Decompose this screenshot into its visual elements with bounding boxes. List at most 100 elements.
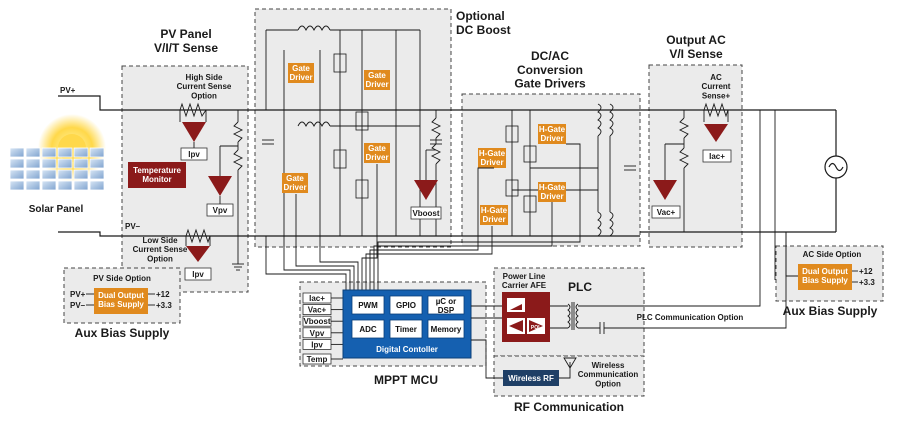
ipv-bottom-amp-icon	[186, 246, 210, 262]
mcu-input-label: Ipv	[311, 340, 323, 349]
memory-label: Memory	[431, 325, 462, 334]
adc-label: ADC	[359, 325, 377, 334]
solar-cell	[89, 147, 105, 158]
plc-comm-option-label: PLC Communication Option	[637, 313, 744, 322]
mcu-input-label: Vac+	[308, 306, 327, 315]
mcu-input-label: Temp	[307, 355, 328, 364]
dual-output-bias-right-block	[798, 264, 852, 290]
high-side-shunt	[179, 102, 207, 122]
solar-cell	[25, 169, 41, 180]
h-gate-driver-3-block	[538, 182, 566, 202]
solar-cell	[25, 158, 41, 169]
solar-cell	[9, 147, 25, 158]
gpio-block	[389, 295, 423, 315]
solar-cell	[89, 169, 105, 180]
solar-cell	[73, 169, 89, 180]
vac-divider	[665, 110, 690, 232]
plc-transformer-icon	[567, 302, 579, 330]
iac-shunt	[703, 102, 729, 122]
adc-block	[351, 319, 385, 339]
solar-cell	[57, 169, 73, 180]
mcu-input-label: Vpv	[310, 329, 325, 338]
main-rails	[58, 95, 837, 237]
solar-panel-label: Solar Panel	[29, 204, 84, 215]
ac-side-option-label: AC Side Option	[803, 250, 862, 259]
h-gate-driver-4-block	[480, 205, 508, 225]
solar-panel-icon	[9, 114, 106, 191]
pol-label: POL	[531, 325, 541, 331]
solar-cell	[25, 180, 41, 191]
boost-inductors	[265, 25, 420, 128]
solar-cell	[57, 147, 73, 158]
aux-left-3v3-label: +3.3	[156, 301, 172, 310]
solar-cell	[41, 169, 57, 180]
aux-pv-plus-label: PV+	[70, 290, 86, 299]
gate-driver-3-block	[364, 143, 390, 163]
vboost-amp-icon	[414, 150, 438, 200]
mcu-input-label: Vboost	[303, 317, 330, 326]
gate-driver-1-block	[288, 63, 314, 83]
solar-cell	[89, 158, 105, 169]
vboost-label: Vboost	[412, 209, 439, 218]
solar-cell	[25, 147, 41, 158]
digital-controller-label: Digital Contoller	[376, 345, 438, 354]
wireless-rf-label: Wireless RF	[508, 374, 554, 383]
solar-cell	[57, 180, 73, 191]
vac-label: Vac+	[657, 208, 676, 217]
aux-pv-minus-label: PV–	[70, 301, 86, 310]
vac-amp-icon	[653, 144, 677, 200]
solar-cell	[57, 158, 73, 169]
ipv-top-amp-icon	[182, 122, 206, 148]
pwm-block	[351, 295, 385, 315]
plc-filter-icons	[507, 298, 545, 334]
solar-cell	[73, 158, 89, 169]
gate-driver-4-block	[282, 173, 308, 193]
solar-cell	[9, 180, 25, 191]
mcu-input-label: Iac+	[309, 294, 325, 303]
aux-right-12v-label: +12	[859, 267, 873, 276]
iac-label: Iac+	[709, 152, 725, 161]
pwm-label: PWM	[358, 301, 378, 310]
dual-output-bias-left-block	[94, 288, 148, 314]
aux-bias-left-title: Aux Bias Supply	[75, 326, 170, 340]
wireless-rf-block	[503, 370, 559, 386]
boost-switches	[283, 30, 421, 236]
mppt-mcu-title: MPPT MCU	[374, 373, 438, 387]
output-inductors	[597, 103, 636, 237]
solar-cell	[9, 169, 25, 180]
gate-driver-2-block	[364, 70, 390, 90]
timer-block	[389, 319, 423, 339]
temperature-monitor-block	[128, 162, 186, 188]
ipv-bottom-label: Ipv	[192, 270, 204, 279]
vboost-divider	[426, 110, 442, 236]
solar-cell	[41, 180, 57, 191]
aux-right-3v3-label: +3.3	[859, 278, 875, 287]
mcu-signal-bus	[265, 143, 581, 296]
solar-cell	[89, 180, 105, 191]
pv-minus-label: PV–	[125, 222, 141, 231]
plc-title: PLC	[568, 280, 592, 294]
aux-left-12v-label: +12	[156, 290, 170, 299]
h-gate-driver-2-block	[478, 148, 506, 168]
antenna-icon	[559, 357, 577, 379]
ground-icon	[232, 236, 244, 271]
solar-cell	[73, 147, 89, 158]
